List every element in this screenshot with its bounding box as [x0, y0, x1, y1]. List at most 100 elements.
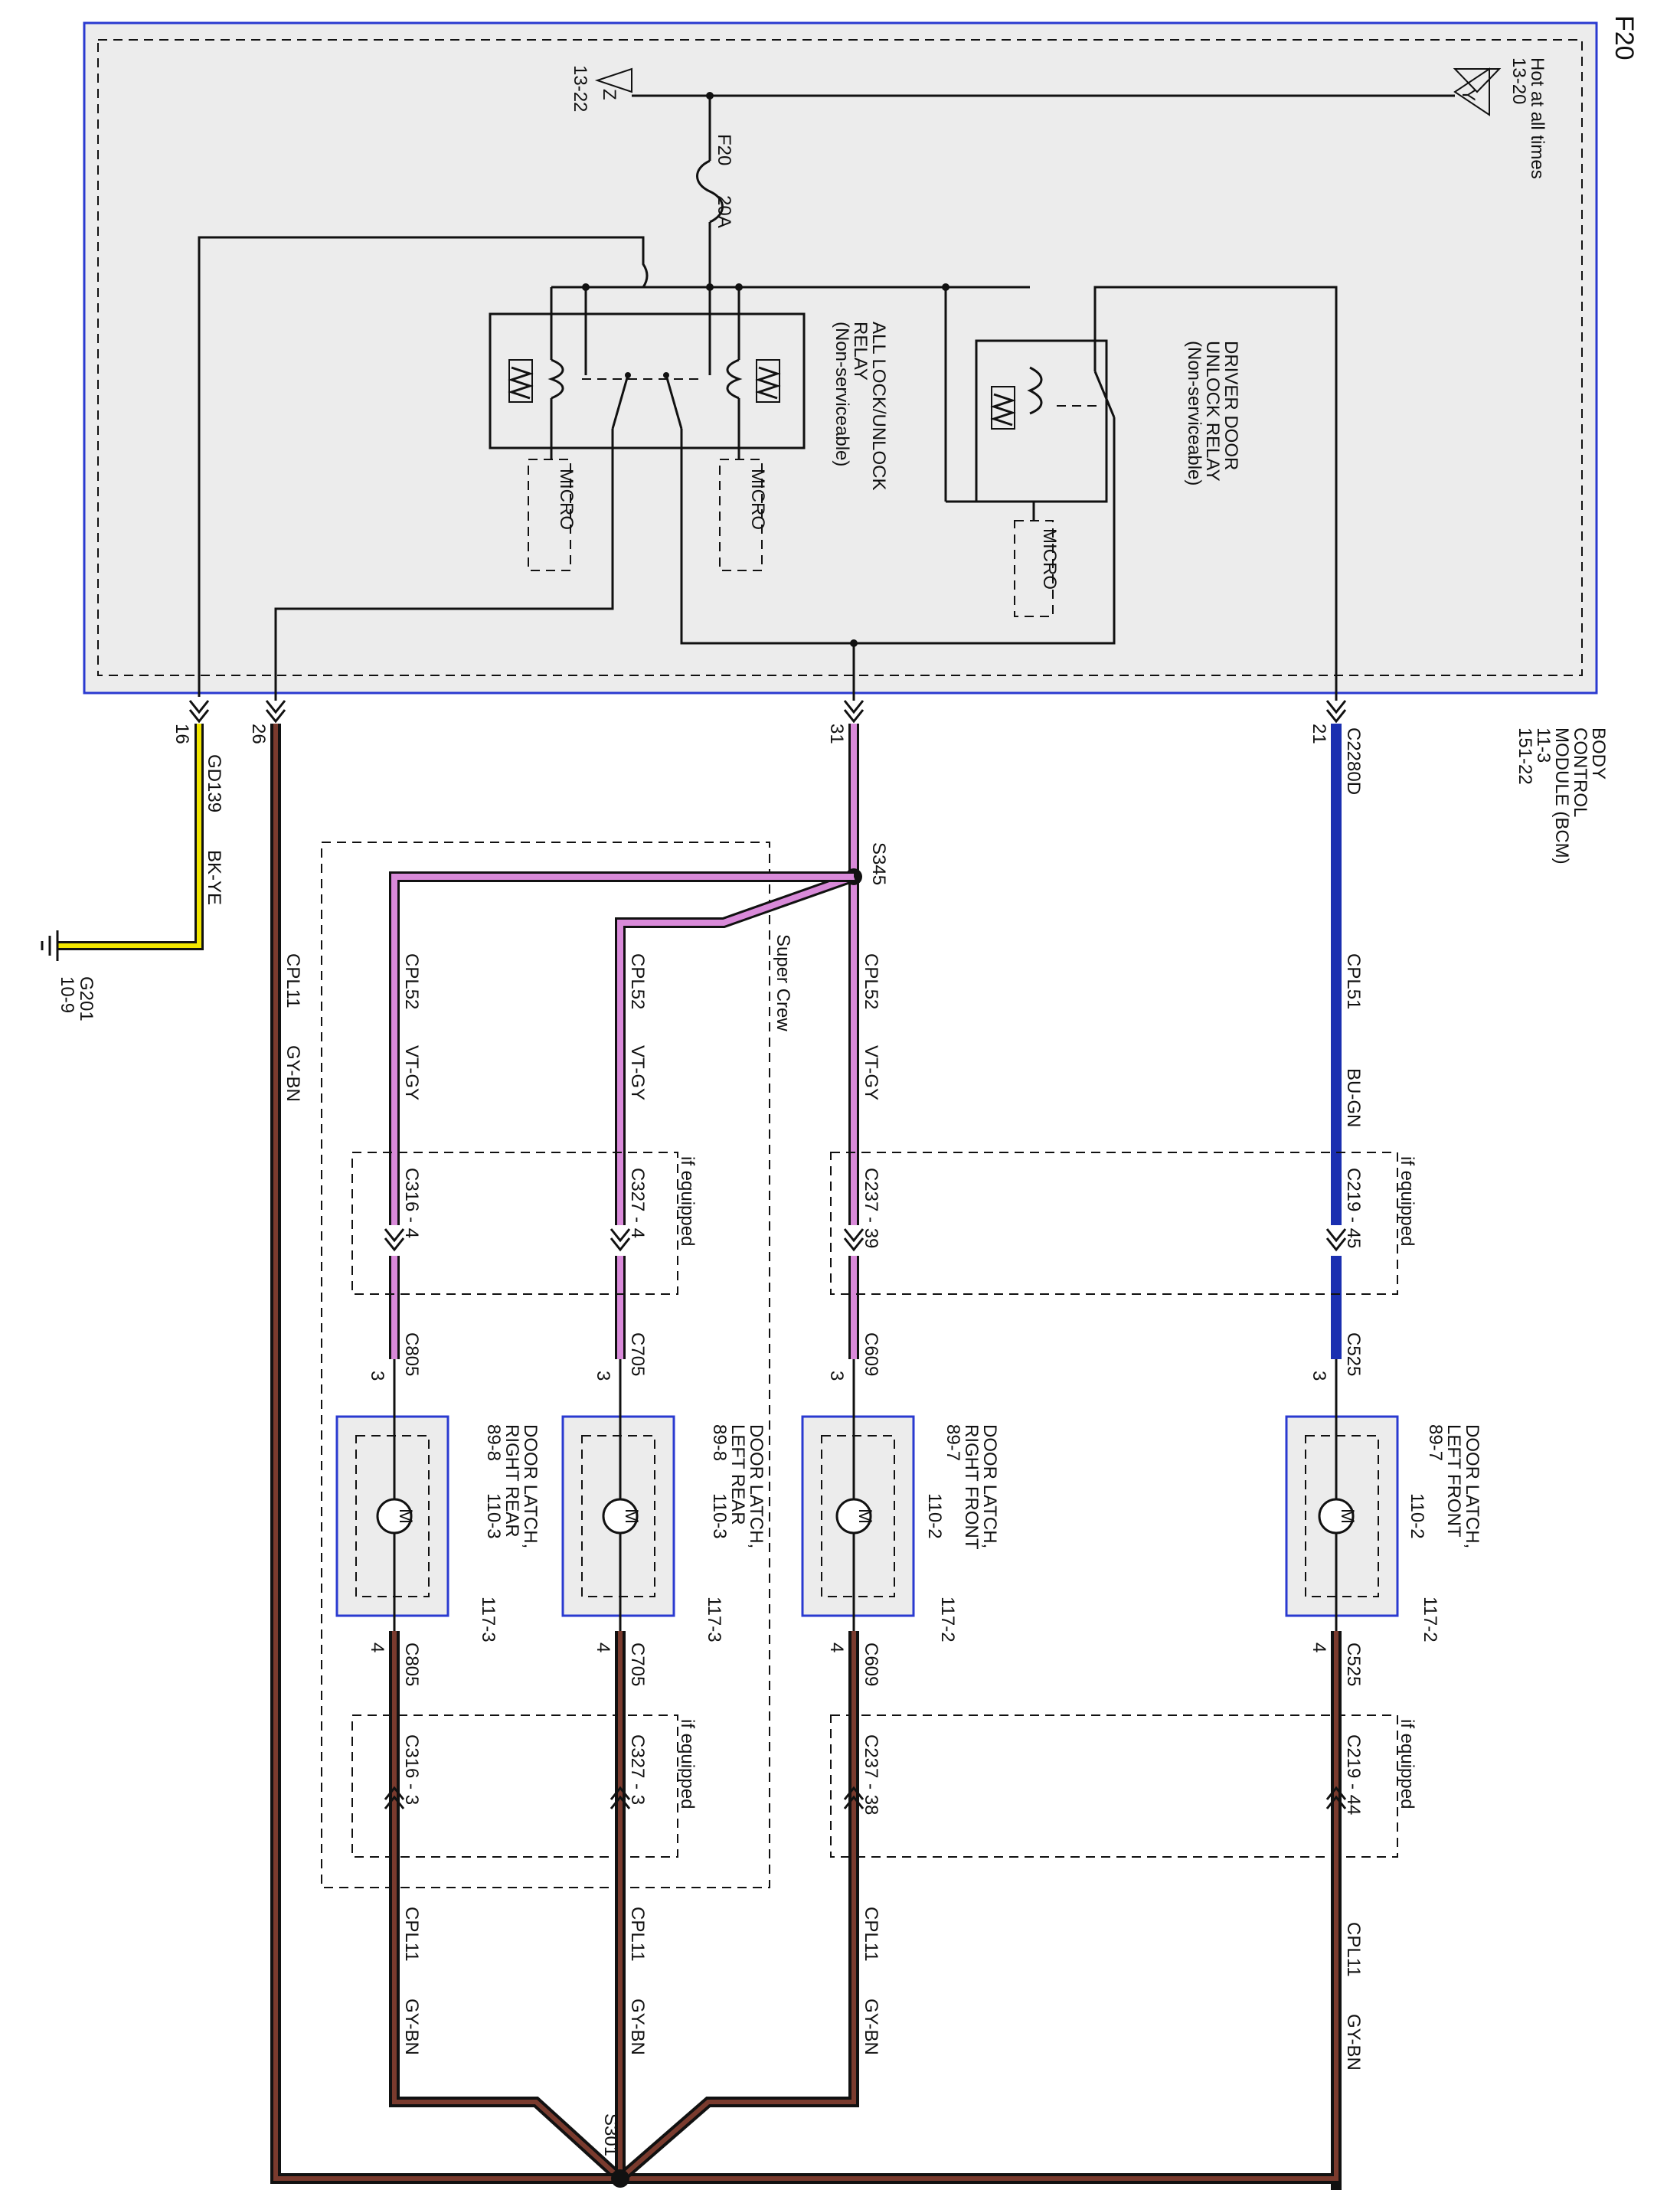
if-equipped-front-top: if equipped: [1397, 1156, 1417, 1246]
c609-bottom-label: C609: [861, 1642, 881, 1686]
rf-latch-line-3: 89-7: [943, 1424, 963, 1461]
pin-16-label: 16: [172, 724, 192, 744]
lf-latch-line-2: LEFT FRONT: [1443, 1424, 1464, 1538]
hot-label: Hot at all times 13-20: [1508, 57, 1548, 179]
if-equipped-box-front-top: [830, 1152, 1398, 1295]
lr-latch-line-3: 89-8: [709, 1424, 730, 1461]
driver-relay-line-3: (Non-serviceable): [1184, 341, 1204, 485]
lr-latch-line-5: 117-3: [704, 1597, 724, 1642]
splice-s301: [611, 2169, 629, 2188]
super-crew-dashed-box: [321, 842, 770, 1888]
rr-motor-symbol: M: [395, 1508, 416, 1524]
c316-4-label: C316 - 4: [401, 1168, 422, 1238]
ground-wire: [57, 724, 201, 948]
if-equipped-box-front-bottom: [830, 1714, 1398, 1858]
lf-latch-line-1: DOOR LATCH,: [1462, 1424, 1482, 1548]
rf-latch-line-1: DOOR LATCH,: [979, 1424, 1000, 1548]
c327-3-label: C327 - 3: [627, 1734, 648, 1805]
lr-latch-line-2: LEFT REAR: [727, 1424, 748, 1525]
pin-21-connector: [1325, 700, 1347, 724]
relay-resistor-right-zigzag: [755, 366, 781, 400]
connector-c316-4: [384, 1228, 405, 1252]
driver-relay-box: [975, 339, 1108, 503]
driver-relay-coil: [1027, 366, 1043, 415]
lf-motor-symbol: M: [1337, 1508, 1358, 1524]
c705-bottom-label: C705: [627, 1642, 648, 1686]
connector-c237-39: [843, 1228, 865, 1252]
rr-latch-line-4: 110-3: [483, 1493, 504, 1539]
lr-circuit: CPL52: [627, 953, 648, 1009]
connector-c237-38: [843, 1786, 865, 1809]
bcm-label-line-4: 11-3: [1533, 727, 1554, 763]
lr-lock-wire: [617, 874, 855, 1225]
connector-c327-4: [610, 1228, 631, 1252]
c609-top-label: C609: [861, 1332, 881, 1376]
all-lock-relay-line-2: RELAY: [850, 322, 871, 381]
relay-contact-a: [625, 372, 631, 378]
micro-box-1: [528, 459, 571, 571]
if-equipped-rear-top: if equipped: [677, 1156, 698, 1246]
driver-relay-resistor-zigzag: [990, 393, 1016, 427]
c237-39-label: C237 - 39: [861, 1168, 881, 1248]
ground-ref: 10-9: [57, 976, 77, 1013]
relay-contact-b: [663, 372, 669, 378]
pin-16-connector: [188, 700, 210, 724]
driver-relay-line-2: UNLOCK RELAY: [1202, 341, 1223, 482]
rr-pin3: 3: [367, 1371, 387, 1381]
if-equipped-rear-bottom: if equipped: [677, 1719, 698, 1809]
super-crew-label: Super Crew: [773, 934, 793, 1031]
bcm-module-box: [83, 21, 1598, 695]
rf-return-circuit: CPL11: [861, 1907, 881, 1962]
bcm-label: BODY CONTROL MODULE (BCM) 11-3 151-22: [1515, 727, 1609, 865]
all-lock-relay-line-1: ALL LOCK/UNLOCK: [868, 322, 889, 491]
ground-color: BK-YE: [204, 850, 224, 905]
hot-label-line-2: 13-20: [1508, 57, 1529, 104]
relay-resistor-left: [508, 359, 533, 403]
wire-to-pin26: [274, 429, 614, 701]
terminal-y-letter: Y: [1458, 89, 1479, 101]
rf-latch-line-5: 117-2: [937, 1597, 958, 1642]
lr-motor-symbol: M: [621, 1508, 642, 1524]
relay-coil-right: [726, 358, 743, 400]
lf-latch-line-5: 117-2: [1420, 1597, 1440, 1642]
wire-to-pin16: [198, 236, 649, 697]
connector-c219-45: [1325, 1228, 1347, 1252]
terminal-z-letter: Z: [599, 89, 619, 100]
rr-pin4: 4: [367, 1642, 387, 1652]
lf-pin4: 4: [1309, 1642, 1329, 1652]
connector-c316-3: [384, 1786, 405, 1809]
driver-relay-label: DRIVER DOOR UNLOCK RELAY (Non-serviceabl…: [1184, 341, 1241, 485]
bcm-label-line-2: CONTROL: [1570, 727, 1590, 817]
bcm-return-color: GY-BN: [283, 1045, 303, 1102]
terminal-y-arrow: [1453, 67, 1490, 116]
relay-resistor-right: [756, 359, 780, 403]
fuse-rating: 20A: [714, 195, 734, 228]
ground-wire-outline: [57, 724, 204, 950]
lf-latch-line-4: 110-2: [1407, 1493, 1427, 1539]
rr-return-color: GY-BN: [401, 1999, 422, 2055]
c316-3-label: C316 - 3: [401, 1734, 422, 1805]
lr-latch-line-4: 110-3: [709, 1493, 730, 1539]
c327-4-label: C327 - 4: [627, 1168, 648, 1238]
c237-38-label: C237 - 38: [861, 1734, 881, 1815]
splice-s345-label: S345: [868, 842, 889, 885]
c805-top-label: C805: [401, 1332, 422, 1376]
relay-resistor-left-zigzag: [508, 366, 534, 400]
relay-switch-right: [665, 374, 683, 430]
rr-circuit: CPL52: [401, 953, 422, 1009]
if-equipped-box-rear-bottom: [351, 1714, 678, 1858]
bcm-inner-dashed-box: [97, 39, 1583, 676]
pin-26-connector: [265, 700, 286, 724]
door-latch-left-front: M: [1285, 1359, 1399, 1631]
micro-label-1: MICRO: [556, 469, 577, 530]
rf-circuit-color: VT-GY: [861, 1045, 881, 1100]
lr-return-circuit: CPL11: [627, 1907, 648, 1962]
rr-latch-line-5: 117-3: [478, 1597, 498, 1642]
c219-45-label: C219 - 45: [1343, 1168, 1364, 1248]
rf-pin3: 3: [826, 1371, 847, 1381]
rf-latch-line-4: 110-2: [924, 1493, 945, 1539]
all-lock-relay-line-3: (Non-serviceable): [832, 322, 852, 466]
rf-circuit: CPL52: [861, 953, 881, 1009]
driver-relay-line-1: DRIVER DOOR: [1221, 341, 1241, 470]
terminal-z-arrow: [594, 67, 632, 93]
